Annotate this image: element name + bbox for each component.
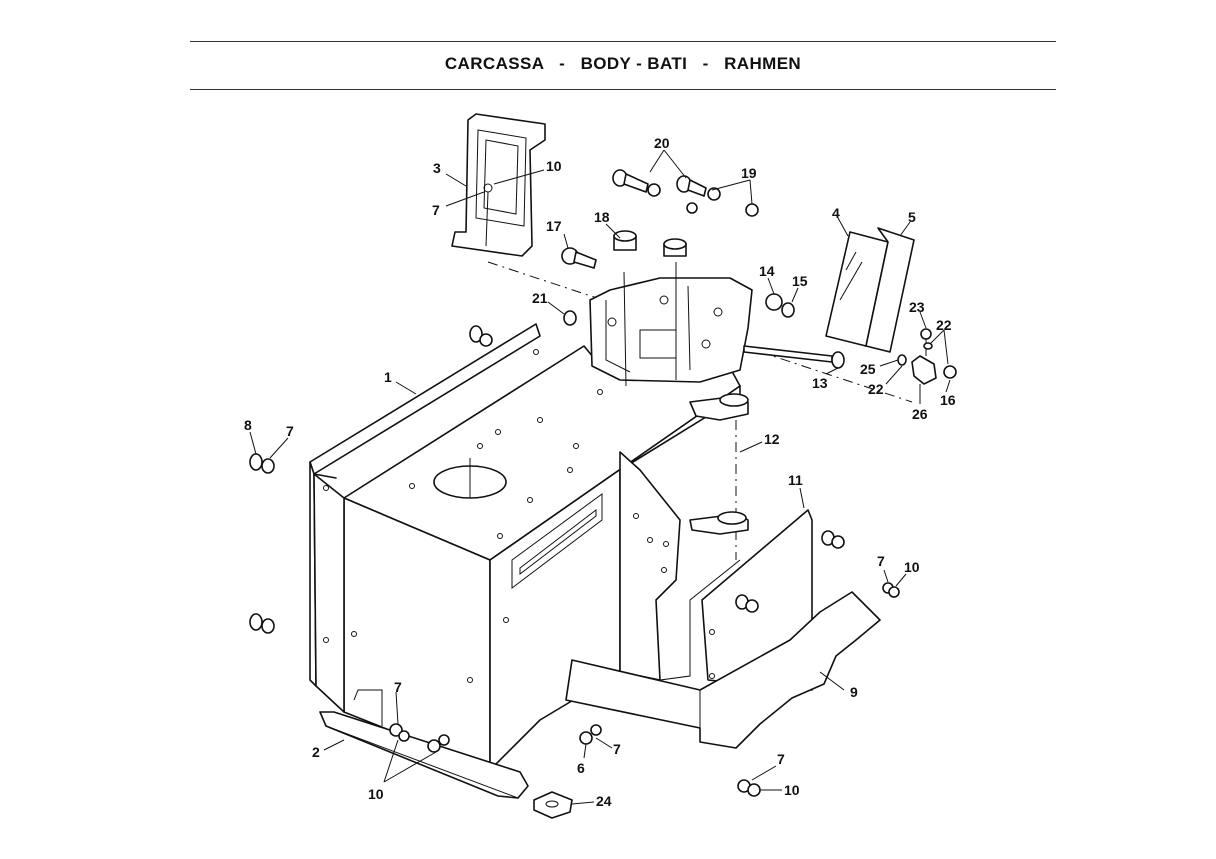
callout-1: 1 <box>384 369 392 385</box>
callout-18: 18 <box>594 209 610 225</box>
callout-17: 17 <box>546 218 562 234</box>
callout-22-lower: 22 <box>868 381 884 397</box>
part-2-bottom-bracket <box>319 711 529 799</box>
callout-labels: 1 2 3 4 5 6 7 7 7 7 7 7 8 9 10 10 10 10 … <box>244 135 956 809</box>
rear-frame-edge <box>655 559 741 681</box>
callout-6: 6 <box>577 760 585 776</box>
callout-7-bottom-left: 7 <box>394 679 402 695</box>
callout-10-bottom-left: 10 <box>368 786 384 802</box>
parts-4-5-glass-panels <box>825 227 915 353</box>
part-3-upper-bracket <box>451 113 546 257</box>
callout-7-bottom-center: 7 <box>613 741 621 757</box>
callout-15: 15 <box>792 273 808 289</box>
callout-5: 5 <box>908 209 916 225</box>
callout-24: 24 <box>596 793 612 809</box>
callout-11: 11 <box>788 472 803 488</box>
callout-19: 19 <box>741 165 757 181</box>
callout-16: 16 <box>940 392 956 408</box>
callout-14: 14 <box>759 263 775 279</box>
leader-lines <box>249 149 951 805</box>
callout-21: 21 <box>532 290 548 306</box>
callout-22-upper: 22 <box>936 317 952 333</box>
callout-9: 9 <box>850 684 858 700</box>
callout-2: 2 <box>312 744 320 760</box>
callout-20: 20 <box>654 135 670 151</box>
callout-12: 12 <box>764 431 780 447</box>
part-9-base-frame <box>565 591 881 749</box>
callout-26: 26 <box>912 406 928 422</box>
callout-10-bottom-right: 10 <box>784 782 800 798</box>
callout-10-right: 10 <box>904 559 920 575</box>
left-side-panel <box>309 323 541 713</box>
part-13-long-bolt <box>743 345 845 369</box>
page-title: CARCASSA - BODY - BATI - RAHMEN <box>444 54 802 73</box>
header-bottom-rule <box>190 89 1056 90</box>
fasteners <box>249 169 957 819</box>
callout-7-right: 7 <box>877 553 885 569</box>
callout-4: 4 <box>832 205 840 221</box>
upper-mount-block <box>589 262 753 387</box>
part-12-pivot <box>689 393 749 535</box>
callout-10-top: 10 <box>546 158 562 174</box>
callout-8: 8 <box>244 417 252 433</box>
callout-7-top: 7 <box>432 202 440 218</box>
callout-23: 23 <box>909 299 925 315</box>
callout-7-bottom-right: 7 <box>777 751 785 767</box>
callout-13: 13 <box>812 375 828 391</box>
callout-7-left: 7 <box>286 423 294 439</box>
callout-25: 25 <box>860 361 876 377</box>
callout-3: 3 <box>433 160 441 176</box>
right-frame-plate <box>619 451 681 681</box>
header-top-rule <box>190 41 1056 42</box>
